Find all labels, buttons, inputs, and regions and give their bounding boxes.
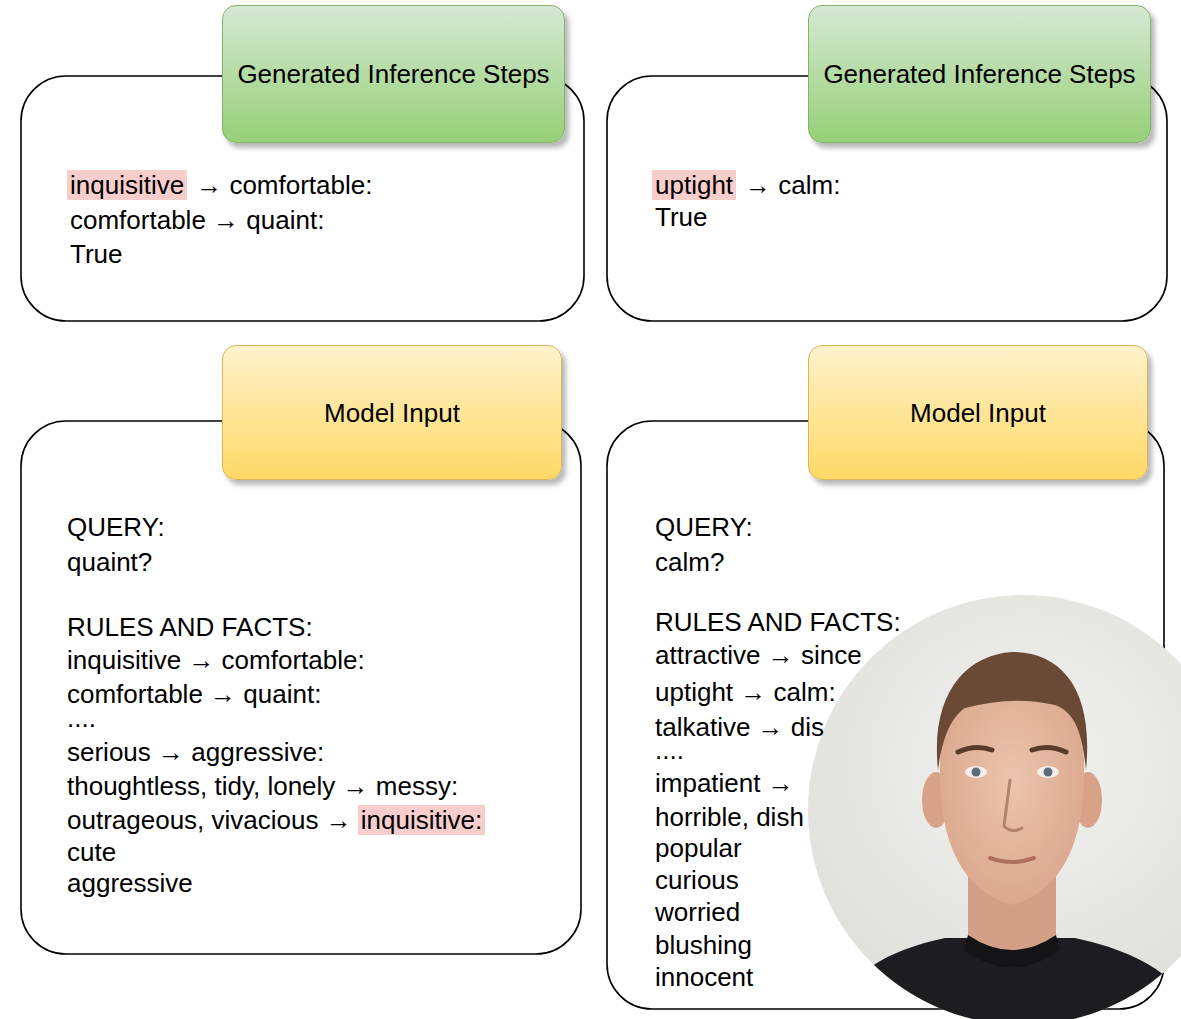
body-text: RULES AND FACTS: [655,607,901,637]
body-text: worried [655,897,740,927]
highlighted-term: uptight [652,170,736,200]
body-text: uptight → calm: [655,677,836,707]
tab-title: Generated Inference Steps [823,59,1135,89]
rounded-panel: inquisitive → comfortable: comfortable → q… [20,75,585,322]
highlighted-term: inquisitive [67,170,187,200]
body-text: horrible, dish [655,802,804,832]
tab-title: Model Input [910,398,1046,428]
body-text: comfortable → quaint: [67,679,321,709]
body-text: → calm: [745,170,840,200]
body-text: blushing [655,930,752,960]
body-text: QUERY: [67,512,165,542]
body-text: impatient → [655,768,794,798]
body-text: calm? [655,547,724,577]
header-tab: Generated Inference Steps [222,5,565,143]
panel-border [607,421,1164,1009]
body-text: inquisitive → comfortable: [67,645,365,675]
highlighted-term: inquisitive: [358,805,485,835]
body-text: .... [67,703,96,733]
body-text: curious [655,865,739,895]
tab-title: Generated Inference Steps [237,59,549,89]
body-text: QUERY: [655,512,753,542]
body-text: cute [67,837,116,867]
header-tab: Generated Inference Steps [808,5,1151,143]
body-text: → comfortable: [196,170,372,200]
tab-title: Model Input [324,398,460,428]
body-text: thoughtless, tidy, lonely → messy: [67,771,458,801]
header-tab: Model Input [808,345,1148,480]
body-text: innocent [655,962,753,992]
body-text: True [655,202,708,232]
body-text: attractive → since [655,640,862,670]
rounded-panel: QUERY:quaint?RULES AND FACTS:inquisitive… [20,420,582,955]
body-text: serious → aggressive: [67,737,324,767]
body-text: comfortable → quaint: [70,205,324,235]
body-text: .... [655,735,684,765]
header-tab: Model Input [222,345,562,480]
body-text: RULES AND FACTS: [67,612,313,642]
body-text: outrageous, vivacious → [67,805,352,835]
rounded-panel: uptight→ calm:TrueGenerated Inference St… [606,75,1168,322]
body-text: aggressive [67,868,193,898]
body-text: popular [655,833,742,863]
body-text: True [70,239,123,269]
body-text: quaint? [67,547,152,577]
rounded-panel: QUERY: calm? RULES AND FACTS:attractive → … [606,420,1165,1010]
panel-border [21,421,581,954]
